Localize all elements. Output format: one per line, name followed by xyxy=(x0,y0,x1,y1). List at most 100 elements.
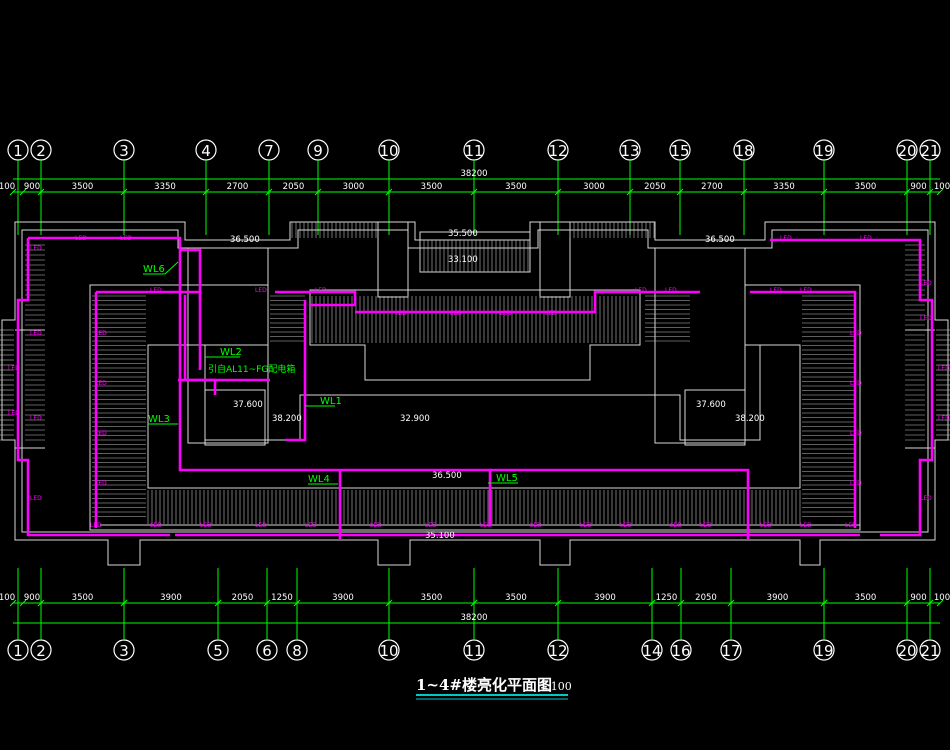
axis-bubble: 6 xyxy=(256,639,278,661)
led-fixture-label: LED xyxy=(920,495,932,502)
axis-label: 17 xyxy=(721,642,740,660)
led-fixture-label: LED xyxy=(30,495,42,502)
led-fixture-label: LED xyxy=(845,522,857,529)
axis-bubble: 4 xyxy=(195,139,217,161)
dimension-value: 3900 xyxy=(332,593,354,603)
circuit-wl4: WL4 xyxy=(308,474,330,485)
total-dimension: 38200 xyxy=(460,169,487,179)
led-fixture-label: LED xyxy=(75,235,87,242)
led-fixture-label: LED xyxy=(150,522,162,529)
dimension-value: 1250 xyxy=(271,593,293,603)
dimension-value: 900 xyxy=(910,593,926,603)
axis-label: 1 xyxy=(13,642,23,660)
led-fixture-label: LED xyxy=(770,287,782,294)
circuit-wl1: WL1 xyxy=(320,396,342,407)
axis-bubble: 12 xyxy=(547,139,569,161)
led-fixture-label: LED xyxy=(620,522,632,529)
led-fixture-label: LED xyxy=(760,522,772,529)
axis-label: 12 xyxy=(548,642,567,660)
axis-bubble: 10 xyxy=(378,639,400,661)
led-fixture-label: LED xyxy=(305,522,317,529)
dimension-value: 900 xyxy=(24,593,40,603)
led-fixture-label: LED xyxy=(860,235,872,242)
axis-bubble: 19 xyxy=(813,139,835,161)
axis-bubble: 13 xyxy=(619,139,641,161)
led-fixture-label: LED xyxy=(150,287,162,294)
axis-bubble: 12 xyxy=(547,639,569,661)
axis-bubble: 2 xyxy=(30,139,52,161)
axis-label: 9 xyxy=(313,142,323,160)
led-fixture-label: LED xyxy=(800,287,812,294)
axis-bubble: 20 xyxy=(896,139,918,161)
axis-bubble: 14 xyxy=(641,639,663,661)
axis-label: 4 xyxy=(201,142,211,160)
axis-label: 1 xyxy=(13,142,23,160)
dimension-value: 3500 xyxy=(505,593,527,603)
dimension-value: 3000 xyxy=(583,182,605,192)
axis-bubble: 16 xyxy=(670,639,692,661)
elevation: 38.200 xyxy=(272,414,302,424)
axis-bubble: 15 xyxy=(669,139,691,161)
led-fixture-label: LED xyxy=(545,310,557,317)
led-fixture-label: LED xyxy=(30,330,42,337)
dimension-value: 3500 xyxy=(72,182,94,192)
dimension-value: 100 xyxy=(0,182,15,192)
axis-label: 19 xyxy=(814,142,833,160)
elevation: 33.100 xyxy=(448,255,478,265)
dimension-value: 2050 xyxy=(232,593,254,603)
axis-bubble: 10 xyxy=(378,139,400,161)
led-fixture-label: LED xyxy=(395,310,407,317)
dimension-value: 2050 xyxy=(695,593,717,603)
led-fixture-label: LED xyxy=(500,310,512,317)
dimension-value: 3900 xyxy=(594,593,616,603)
axis-label: 20 xyxy=(897,642,916,660)
led-fixture-label: LED xyxy=(580,522,592,529)
elevation: 36.500 xyxy=(705,235,735,245)
led-fixture-label: LED xyxy=(938,415,950,422)
dimension-value: 100 xyxy=(0,593,15,603)
axis-label: 12 xyxy=(548,142,567,160)
led-fixture-label: LED xyxy=(850,430,862,437)
circuit-wl5: WL5 xyxy=(496,473,518,484)
led-fixture-label: LED xyxy=(8,365,20,372)
axis-bubble: 11 xyxy=(463,639,485,661)
axis-bubble: 7 xyxy=(258,139,280,161)
dimension-value: 100 xyxy=(934,182,950,192)
roof-hatching xyxy=(0,222,950,524)
led-fixture-label: LED xyxy=(425,522,437,529)
dimension-value: 3500 xyxy=(855,593,877,603)
axis-bubble: 17 xyxy=(720,639,742,661)
circuit-wl2: WL2 xyxy=(220,347,242,358)
axis-label: 8 xyxy=(292,642,302,660)
led-labels: LED LED LED LED LED LED LED LED LED LED LED LED LED L… xyxy=(8,235,950,529)
axis-bubble: 1 xyxy=(7,139,29,161)
dimension-value: 3500 xyxy=(505,182,527,192)
axis-label: 3 xyxy=(119,142,129,160)
axis-label: 21 xyxy=(920,642,939,660)
axis-bubble: 1 xyxy=(7,639,29,661)
dimension-value: 3500 xyxy=(855,182,877,192)
axis-label: 3 xyxy=(119,642,129,660)
led-fixture-label: LED xyxy=(8,410,20,417)
led-fixture-label: LED xyxy=(780,235,792,242)
axis-bubble: 9 xyxy=(307,139,329,161)
dimension-value: 2050 xyxy=(644,182,666,192)
led-fixture-label: LED xyxy=(95,480,107,487)
dimension-value: 2700 xyxy=(701,182,723,192)
led-fixture-label: LED xyxy=(530,522,542,529)
axis-bubble: 2 xyxy=(30,639,52,661)
led-fixture-label: LED xyxy=(95,330,107,337)
led-fixture-label: LED xyxy=(920,315,932,322)
led-fixture-label: LED xyxy=(255,522,267,529)
dimension-value: 3500 xyxy=(72,593,94,603)
axis-label: 15 xyxy=(670,142,689,160)
total-dimension: 38200 xyxy=(460,613,487,623)
led-wiring xyxy=(16,236,934,540)
dimension-value: 1250 xyxy=(656,593,678,603)
dimension-value: 900 xyxy=(24,182,40,192)
axis-bubble: 11 xyxy=(463,139,485,161)
led-fixture-label: LED xyxy=(95,380,107,387)
dimension-value: 3000 xyxy=(343,182,365,192)
